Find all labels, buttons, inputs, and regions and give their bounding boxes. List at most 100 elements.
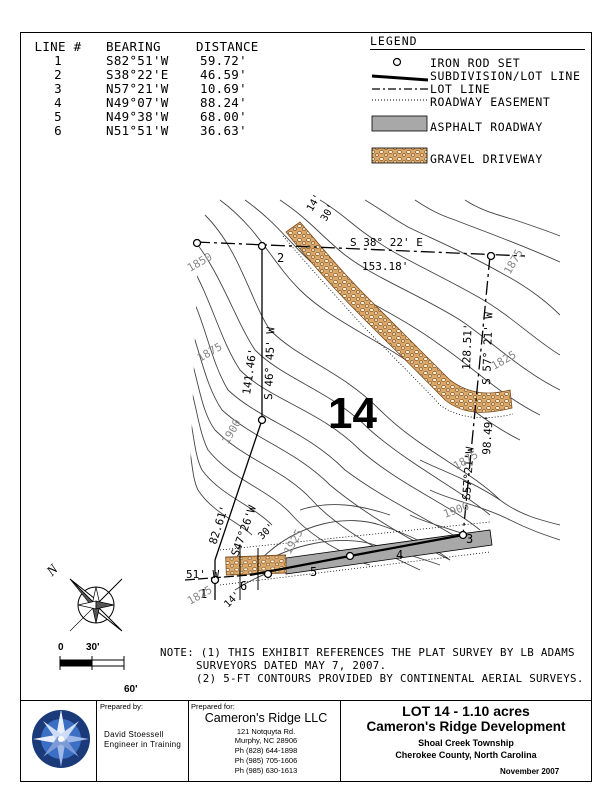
iron-rod-symbol [392,57,402,67]
width-label: 30' [256,522,277,543]
north-arrow: N [44,562,123,632]
date-label: November 2007 [500,767,560,776]
header-bearing: BEARING [106,39,161,54]
lot-boundary [184,241,526,600]
iron-rod [210,575,220,585]
left-lower-distance-label: 82.61' [206,504,231,546]
lot-number-label: 14 [328,389,377,438]
line-table-header: LINE # BEARING DISTANCE [28,40,280,54]
line-marker: 1 [200,587,207,601]
line-row: 1 S82°51'W 59.72' [28,54,280,68]
line-bearing: S38°22'E [106,67,169,82]
contour-label: 1900 [219,417,244,446]
legend-subdivision-label: SUBDIVISION/LOT LINE [430,69,581,83]
legend-lot-line-label: LOT LINE [430,82,491,96]
line-marker: 4 [396,548,403,562]
scale-mid-label: 30' [86,642,100,653]
title-block-divider [188,700,189,782]
right-lower-bearing-label: S57°21'W [460,446,477,500]
iron-rod [345,551,355,561]
legend-symbols [371,57,429,164]
line-marker: 5 [310,565,317,579]
gravel-driveway-bottom [225,554,287,576]
prepared-by-label: Prepared by: [100,702,143,711]
scale-bar: 0 30' 60' [58,642,138,695]
scale-start-label: 0 [58,642,64,653]
line-number: 4 [54,95,62,110]
asphalt-symbol [371,115,428,132]
line-bearing: N51°51'W [106,123,169,138]
line-distance: 68.00' [200,109,247,124]
township-name: Shoal Creek Township [418,738,514,748]
header-line: LINE # [34,39,82,54]
line-number: 2 [54,67,62,82]
line-marker: 6 [240,579,247,593]
line-distance: 36.63' [200,123,247,138]
client-address-2: Murphy, NC 28906 [234,736,298,745]
top-bearing-label: S 38° 22' E [350,236,423,249]
title-block-top-border [20,700,592,701]
iron-rod [192,238,202,248]
roadway-easement-line [219,521,491,551]
note-line-1: NOTE: (1) THIS EXHIBIT REFERENCES THE PL… [160,646,575,659]
client-address-1: 121 Notquyta Rd. [236,727,296,736]
sheet-border [20,32,592,782]
legend-gravel-label: GRAVEL DRIVEWAY [430,152,543,166]
left-upper-distance-label: 141.46' [240,348,259,396]
legend-iron-rod-label: IRON ROD SET [430,56,521,70]
iron-rod [257,241,267,251]
line-number: 5 [54,109,62,124]
client-name: Cameron's Ridge LLC [204,711,328,725]
subdivision-line-symbol [371,74,429,82]
line-row: 6 N51°51'W 36.63' [28,124,280,138]
line-bearing: N57°21'W [106,81,169,96]
width-label: 14' [305,192,324,213]
contour-label: 1925 [281,527,306,556]
left-lower-bearing-label: S47°26'W [229,503,259,558]
line-number: 1 [54,53,62,68]
prepared-for-label: Prepared for: [191,702,235,711]
preparer-name: David Stoessell [104,730,164,739]
notes-block: NOTE: (1) THIS EXHIBIT REFERENCES THE PL… [160,646,584,685]
line-distance: 10.69' [200,81,247,96]
contour-label: 1875 [195,340,224,365]
header-distance: DISTANCE [196,39,259,54]
client-phone-3: Ph (985) 630-1613 [234,766,298,775]
preparer-title: Engineer in Training [104,740,182,749]
line-number: 3 [54,81,62,96]
contour-label: 1850 [185,250,214,275]
right-upper-bearing-label: S 57° 21' W [480,311,496,385]
line-marker: 3 [466,532,473,546]
iron-rods [192,238,496,585]
line-bearing: N49°38'W [106,109,169,124]
note-line-3: (2) 5-FT CONTOURS PROVIDED BY CONTINENTA… [196,672,584,685]
line-distance: 59.72' [200,53,247,68]
legend-title: LEGEND [370,34,418,48]
width-label: 30' [319,202,338,223]
line-bearing: S82°51'W [106,53,169,68]
site-map: S 38° 22' E 153.18' S 46° 45' W 141.46' … [44,192,560,695]
county-name: Cherokee County, North Carolina [395,750,537,760]
line-distance: 46.59' [200,67,247,82]
iron-rod [458,530,468,540]
legend-title-underline [370,49,585,50]
right-lower-distance-label: 98.49' [480,415,496,456]
bottom-left-bearing-label: 51' W [186,568,219,581]
scale-end-label: 60' [124,684,138,695]
line-number: 6 [54,123,62,138]
gravel-symbol [371,147,428,164]
iron-rod [263,569,273,579]
line-distance: 88.24' [200,95,247,110]
contour-label: 1825 [185,583,214,608]
title-block-divider [96,700,97,782]
development-name: Cameron's Ridge Development [366,719,566,734]
contour-label: 1900 [442,500,471,521]
client-phone-2: Ph (985) 705-1606 [234,756,298,765]
top-distance-label: 153.18' [362,260,408,273]
note-line-2: SURVEYORS DATED MAY 7, 2007. [196,659,387,672]
title-block-divider [340,700,341,782]
iron-rod [257,415,267,425]
legend-asphalt-label: ASPHALT ROADWAY [430,120,543,134]
